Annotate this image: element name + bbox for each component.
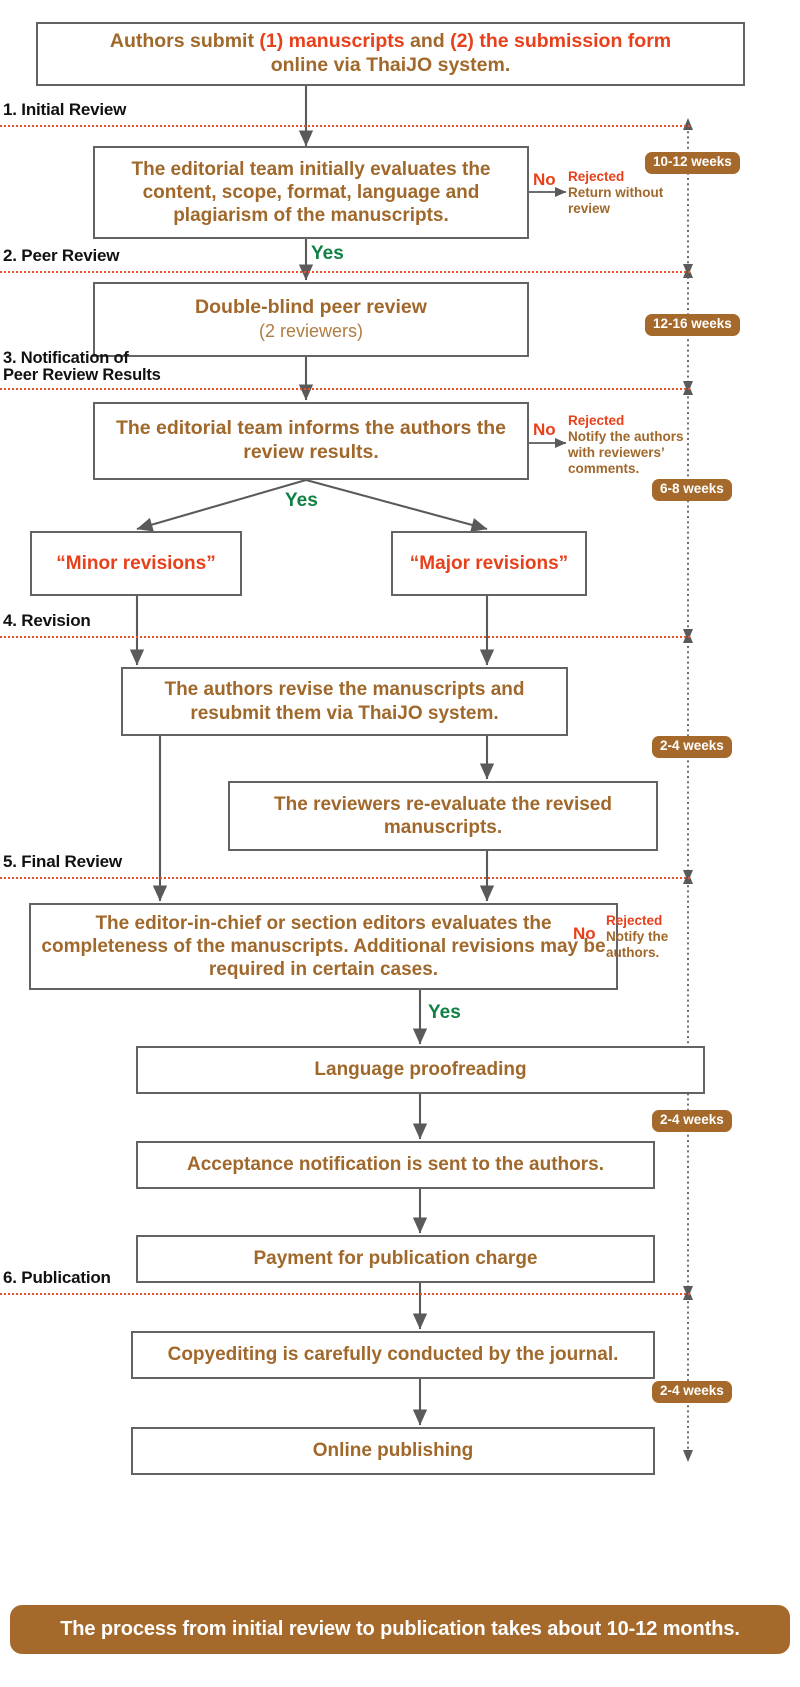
edge-label-yes-final-review: Yes	[428, 1002, 461, 1023]
section-label-initial-review: 1. Initial Review	[3, 100, 127, 119]
footer-summary-banner: The process from initial review to publi…	[10, 1605, 790, 1654]
section-divider-revision	[0, 636, 690, 638]
reject-heading-peer: Rejected	[568, 413, 625, 428]
publication-payment-text: Payment for publication charge	[253, 1248, 538, 1270]
box-major-revisions[interactable]: “Major revisions”	[391, 531, 587, 596]
section-divider-notification	[0, 388, 690, 390]
badge-publication: 2-4 weeks	[652, 1381, 732, 1403]
box-online-publishing[interactable]: Online publishing	[131, 1427, 655, 1475]
peer-review-title: Double-blind peer review	[195, 295, 427, 318]
reject-body-initial: Return without review	[568, 184, 664, 216]
box-minor-revisions[interactable]: “Minor revisions”	[30, 531, 242, 596]
reject-note-peer-review: Rejected Notify the authors with reviewe…	[568, 413, 686, 477]
section-label-publication: 6. Publication	[3, 1268, 111, 1287]
inform-authors-text: The editorial team informs the authors t…	[115, 417, 507, 463]
box-reviewers-reevaluate[interactable]: The reviewers re-evaluate the revised ma…	[228, 781, 658, 851]
submit-text-part1: Authors submit	[109, 30, 260, 53]
submit-text-and: and	[404, 30, 451, 53]
box-final-evaluation[interactable]: The editor-in-chief or section editors e…	[29, 903, 618, 990]
edge-label-no-final-review: No	[573, 924, 596, 943]
section-label-final-review: 5. Final Review	[3, 852, 122, 871]
section-label-notification: 3. Notification of Peer Review Results	[3, 349, 161, 385]
minor-revisions-text: “Minor revisions”	[56, 552, 216, 574]
box-authors-revise[interactable]: The authors revise the manuscripts and r…	[121, 667, 568, 736]
edge-label-yes-peer-results: Yes	[285, 490, 318, 511]
box-language-proofreading[interactable]: Language proofreading	[136, 1046, 705, 1094]
final-evaluation-text: The editor-in-chief or section editors e…	[41, 912, 606, 981]
badge-revision: 2-4 weeks	[652, 736, 732, 758]
section-divider-publication	[0, 1293, 690, 1295]
major-revisions-text: “Major revisions”	[409, 552, 569, 574]
reject-body-peer: Notify the authors with reviewers’ comme…	[568, 428, 684, 476]
authors-revise-text: The authors revise the manuscripts and r…	[164, 679, 525, 724]
section-divider-initial-review	[0, 125, 690, 127]
box-author-submission[interactable]: Authors submit (1) manuscripts and (2) t…	[36, 22, 745, 86]
submit-text-manuscripts: (1) manuscripts	[259, 30, 405, 53]
box-initial-evaluation[interactable]: The editorial team initially evaluates t…	[93, 146, 529, 239]
peer-review-subtitle: (2 reviewers)	[258, 320, 363, 341]
acceptance-notification-text: Acceptance notification is sent to the a…	[186, 1154, 604, 1176]
online-publishing-text: Online publishing	[312, 1440, 474, 1462]
submit-text-line2: online via ThaiJO system.	[270, 54, 511, 76]
section-label-revision: 4. Revision	[3, 611, 91, 630]
reviewers-reevaluate-text: The reviewers re-evaluate the revised ma…	[274, 793, 612, 838]
edge-label-yes-initial-review: Yes	[311, 243, 344, 264]
badge-final-review: 2-4 weeks	[652, 1110, 732, 1132]
box-copyediting[interactable]: Copyediting is carefully conducted by th…	[131, 1331, 655, 1379]
section-label-peer-review: 2. Peer Review	[3, 246, 120, 265]
reject-note-final-review: Rejected Notify the authors.	[606, 913, 688, 961]
section-divider-peer-review	[0, 271, 690, 273]
reject-heading-initial: Rejected	[568, 169, 625, 184]
badge-notification: 6-8 weeks	[652, 479, 732, 501]
reject-body-final: Notify the authors.	[606, 928, 669, 960]
box-inform-authors[interactable]: The editorial team informs the authors t…	[93, 402, 529, 480]
badge-initial-review: 10-12 weeks	[645, 152, 740, 174]
edge-label-no-peer-results: No	[533, 420, 556, 439]
submit-text-form: (2) the submission form	[450, 30, 672, 53]
footer-summary-text: The process from initial review to publi…	[60, 1618, 740, 1640]
reject-heading-final: Rejected	[606, 913, 663, 928]
copyediting-text: Copyediting is carefully conducted by th…	[167, 1344, 619, 1366]
language-proofreading-text: Language proofreading	[314, 1059, 527, 1081]
box-acceptance-notification[interactable]: Acceptance notification is sent to the a…	[136, 1141, 655, 1189]
initial-evaluation-text: The editorial team initially evaluates t…	[131, 158, 491, 227]
reject-note-initial-review: Rejected Return without review	[568, 169, 678, 217]
badge-peer-review: 12-16 weeks	[645, 314, 740, 336]
box-double-blind-peer-review[interactable]: Double-blind peer review (2 reviewers)	[93, 282, 529, 357]
box-publication-payment[interactable]: Payment for publication charge	[136, 1235, 655, 1283]
section-divider-final-review	[0, 877, 690, 879]
edge-label-no-initial-review: No	[533, 170, 556, 189]
